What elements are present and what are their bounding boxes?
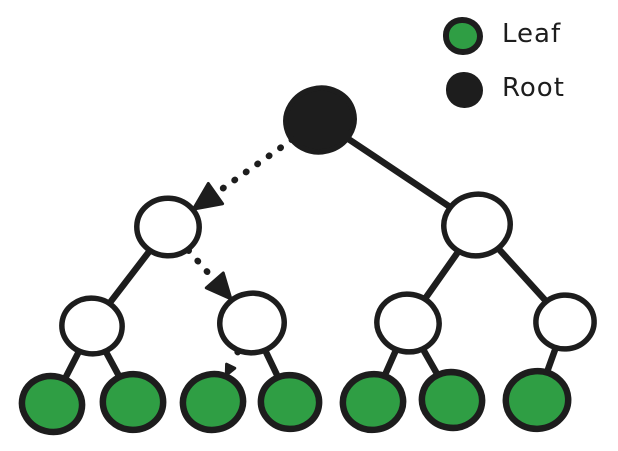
edge-n-l-n-ll <box>107 248 153 306</box>
root-swatch-icon <box>446 72 483 108</box>
arrowhead-n-l-n-lr <box>204 271 233 301</box>
tree-node-leaf-7 <box>502 367 572 433</box>
tree-node-root <box>283 85 357 155</box>
legend: Leaf Root <box>443 17 565 108</box>
tree-node-n-rr <box>533 292 597 352</box>
tree-node-leaf-5 <box>339 370 407 434</box>
edge-root-n-r <box>345 135 453 210</box>
edge-n-ll-leaf-2 <box>102 349 123 379</box>
tree-node-leaf-3 <box>179 370 247 434</box>
tree-node-leaf-6 <box>418 368 486 432</box>
edge-n-rl-leaf-6 <box>420 346 441 378</box>
edge-n-rr-leaf-7 <box>544 346 559 375</box>
leaf-swatch-icon <box>443 17 483 55</box>
tree-node-leaf-2 <box>99 370 167 434</box>
tree-node-n-r <box>441 191 513 259</box>
edge-n-r-n-rr <box>495 246 549 304</box>
edge-root-n-l <box>215 136 296 195</box>
tree-node-leaf-1 <box>18 372 86 436</box>
edge-n-lr-leaf-4 <box>262 348 281 380</box>
edge-n-r-n-rl <box>422 248 462 301</box>
legend-item-leaf: Leaf <box>443 17 565 55</box>
edge-n-l-n-lr <box>185 247 216 281</box>
legend-item-root: Root <box>443 72 565 108</box>
edge-n-rl-leaf-5 <box>381 348 399 378</box>
edge-n-ll-leaf-1 <box>62 349 82 381</box>
tree-node-n-ll <box>59 295 125 357</box>
arrowhead-root-n-l <box>191 181 225 211</box>
tree-node-leaf-4 <box>257 371 323 433</box>
tree-node-n-l <box>134 195 202 259</box>
legend-label-leaf: Leaf <box>502 19 562 49</box>
tree-node-n-rl <box>374 291 442 355</box>
legend-label-root: Root <box>502 73 565 103</box>
edge-n-lr-leaf-3 <box>229 348 242 366</box>
arrowhead-n-lr-leaf-3 <box>224 362 237 377</box>
tree-node-n-lr <box>217 290 287 356</box>
